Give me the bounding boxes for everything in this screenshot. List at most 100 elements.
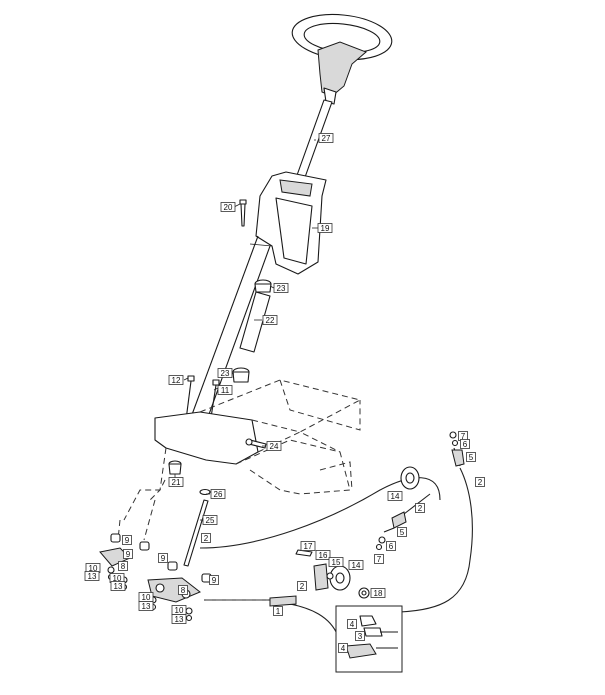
callout-box	[118, 561, 128, 571]
callout-label: 26	[214, 490, 223, 499]
callout-label: 8	[181, 586, 186, 595]
callout-label: 9	[126, 550, 131, 559]
callout-9: 9	[122, 535, 132, 545]
callout-13: 13	[110, 581, 126, 591]
callout-label: 5	[469, 453, 474, 462]
callout-13: 13	[138, 601, 154, 611]
callout-2: 2	[415, 503, 425, 513]
bolt-24	[245, 438, 267, 449]
callout-label: 18	[374, 589, 383, 598]
callout-box	[387, 491, 403, 501]
callout-6: 6	[460, 439, 470, 449]
callout-label: 2	[478, 478, 483, 487]
callout-22: 22	[262, 315, 278, 325]
callout-label: 9	[161, 554, 166, 563]
callout-label: 2	[300, 582, 305, 591]
callout-7: 7	[374, 554, 384, 564]
callout-box	[168, 375, 184, 385]
callout-label: 14	[352, 561, 361, 570]
callout-11: 11	[217, 385, 233, 395]
callout-label: 2	[418, 504, 423, 513]
callout-21: 21	[168, 477, 184, 487]
callout-label: 2	[204, 534, 209, 543]
callout-1: 1	[273, 606, 283, 616]
callout-box	[475, 477, 485, 487]
callout-box	[220, 202, 236, 212]
callout-label: 27	[322, 134, 331, 143]
callout-box	[397, 527, 407, 537]
callout-label: 7	[377, 555, 382, 564]
callout-2: 2	[201, 533, 211, 543]
callout-label: 24	[270, 442, 279, 451]
callout-3: 3	[355, 631, 365, 641]
callout-box	[202, 515, 218, 525]
callout-label: 9	[212, 576, 217, 585]
mid-cable-hardware	[375, 493, 431, 551]
callout-12: 12	[168, 375, 184, 385]
callout-10: 10	[138, 592, 154, 602]
callout-5: 5	[466, 452, 476, 462]
callout-box	[328, 557, 344, 567]
callout-18: 18	[370, 588, 386, 598]
callout-box	[123, 549, 133, 559]
callout-27: 27	[318, 133, 334, 143]
callout-label: 11	[221, 386, 230, 395]
frame-assembly	[149, 379, 362, 501]
callout-label: 10	[89, 564, 98, 573]
callout-box	[415, 503, 425, 513]
callout-8: 8	[118, 561, 128, 571]
callout-label: 20	[224, 203, 233, 212]
callout-23: 23	[217, 368, 233, 378]
callout-label: 12	[172, 376, 181, 385]
bolt-20	[239, 199, 247, 227]
callout-box	[300, 541, 316, 551]
callout-box	[138, 601, 154, 611]
callout-label: 7	[461, 432, 466, 441]
right-cable-hardware	[399, 431, 473, 613]
callout-2: 2	[297, 581, 307, 591]
callout-box	[209, 575, 219, 585]
callout-label: 6	[389, 542, 394, 551]
callout-19: 19	[317, 223, 333, 233]
callout-label: 13	[114, 582, 123, 591]
callout-10: 10	[171, 605, 187, 615]
callout-label: 17	[304, 542, 313, 551]
column-housing	[249, 171, 327, 275]
callout-box	[201, 533, 211, 543]
callout-16: 16	[315, 550, 331, 560]
callout-label: 23	[221, 369, 230, 378]
callout-label: 6	[463, 440, 468, 449]
callout-9: 9	[123, 549, 133, 559]
callout-8: 8	[178, 585, 188, 595]
callout-box	[348, 560, 364, 570]
callout-4: 4	[347, 619, 357, 629]
callout-box	[355, 631, 365, 641]
callout-9: 9	[209, 575, 219, 585]
callout-box	[386, 541, 396, 551]
callout-25: 25	[202, 515, 218, 525]
callout-label: 21	[172, 478, 181, 487]
callout-box	[171, 614, 187, 624]
callout-box	[374, 554, 384, 564]
callout-label: 13	[88, 572, 97, 581]
callout-17: 17	[300, 541, 316, 551]
control-cable	[199, 477, 441, 652]
steering-wheel	[291, 13, 393, 105]
callout-5: 5	[397, 527, 407, 537]
callout-label: 10	[175, 606, 184, 615]
callout-label: 16	[319, 551, 328, 560]
callout-label: 4	[341, 644, 346, 653]
callout-label: 14	[391, 492, 400, 501]
callout-label: 4	[350, 620, 355, 629]
callout-label: 15	[332, 558, 341, 567]
callout-label: 10	[113, 574, 122, 583]
callout-label: 1	[276, 607, 281, 616]
nut-18	[358, 587, 370, 599]
callout-box	[122, 535, 132, 545]
callout-label: 13	[142, 602, 151, 611]
callout-box	[158, 553, 168, 563]
callout-2: 2	[475, 477, 485, 487]
callout-label: 8	[121, 562, 126, 571]
callout-label: 10	[142, 593, 151, 602]
